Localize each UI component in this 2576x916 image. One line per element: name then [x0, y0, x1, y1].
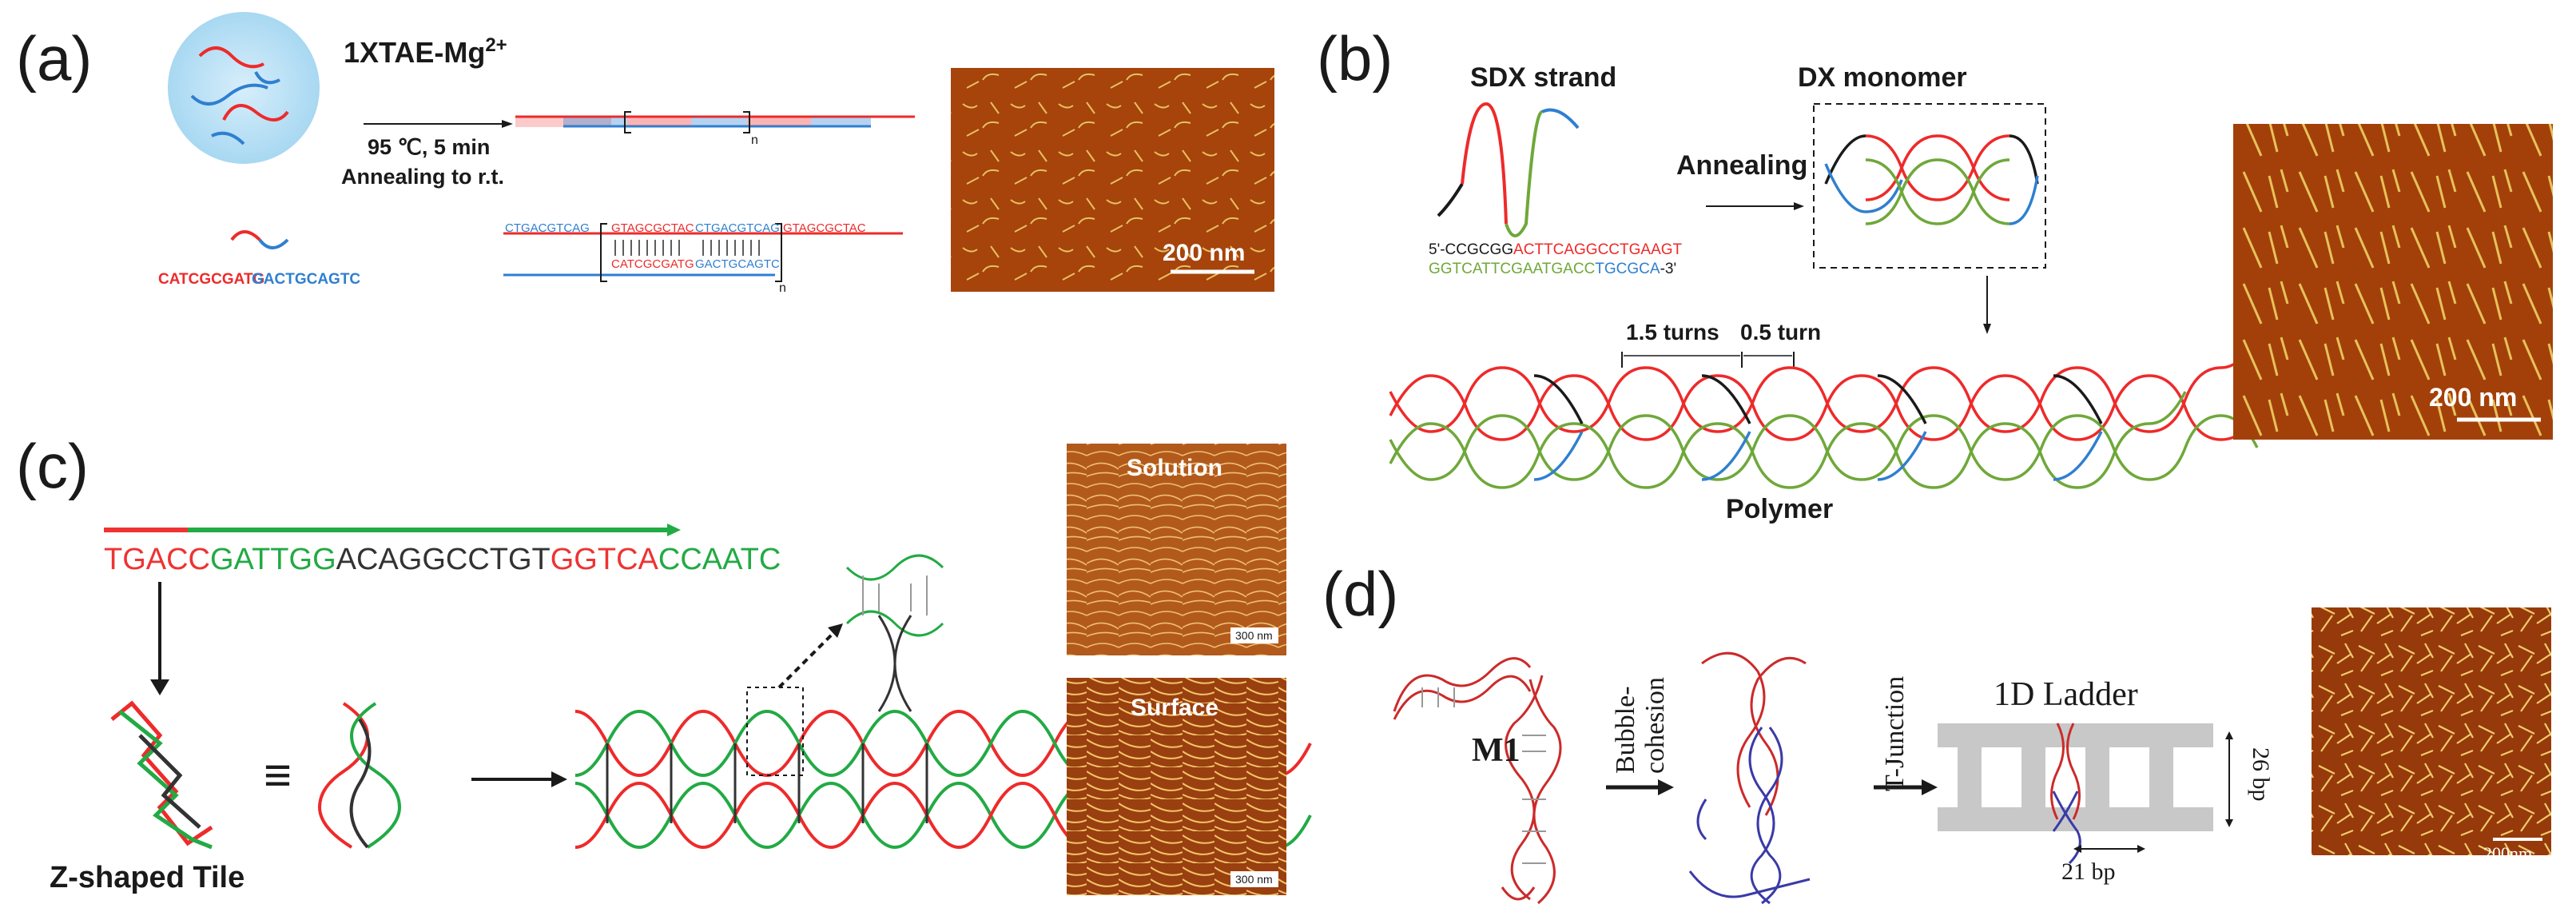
strand-squiggle [254, 71, 280, 85]
tile-caption: Z-shaped Tile [50, 861, 244, 894]
arrow-head-icon [150, 679, 169, 695]
scale-bar-label: 300 nm [1235, 629, 1273, 642]
strand-seq-red: CATCGCGATG [158, 271, 264, 288]
polymer-duplex: n [515, 111, 915, 147]
afm-image-surface [1067, 678, 1286, 895]
panel-a-label: (a) [16, 23, 92, 94]
arrow-head-icon [667, 524, 681, 536]
bp21-label: 21 bp [2061, 858, 2116, 885]
arrow-head-icon [1922, 779, 1938, 795]
duplex-bottom-1: CATCGCGATG [611, 257, 694, 271]
dx-monomer [1824, 134, 2039, 225]
strand-squiggle [211, 131, 245, 145]
crossover-detail [845, 554, 944, 712]
strand-seq-blue: GACTGCAGTC [252, 271, 360, 288]
sdx-seq-line-2: GGTCATTCGAATGACCTGCGCA-3' [1429, 261, 1676, 277]
turns-15-label: 1.5 turns [1626, 320, 1719, 344]
strand-squiggle [190, 83, 268, 106]
dx-title: DX monomer [1798, 62, 1967, 93]
single-strand-red [230, 230, 261, 241]
dx-monomer-box [1813, 103, 2046, 269]
afm-image-a [951, 68, 1274, 292]
scale-bar-box [1230, 627, 1278, 643]
bubble-cohesion-dimer [1688, 651, 1811, 905]
panel-c-label: (c) [16, 431, 89, 501]
duplex-top-3: CTGACGTCAG [695, 221, 780, 235]
m1-motif [1393, 657, 1562, 905]
equivalence-symbol: ≡ [264, 748, 292, 802]
bp26-label: 26 bp [2248, 747, 2274, 802]
sdx-strand-green [1505, 110, 1543, 237]
afm-image-d [2312, 607, 2551, 855]
step2-label: T-Junction [1880, 676, 1910, 791]
panel-b-label: (b) [1317, 23, 1393, 94]
tile-helix [317, 702, 402, 849]
panel-d-label: (d) [1322, 559, 1398, 629]
scale-bar-label: 200 nm [1163, 240, 1245, 266]
afm-image-solution [1067, 444, 1286, 655]
sdx-strand-blue [1541, 108, 1580, 129]
strand-squiggle [222, 104, 289, 121]
annealing-label: Annealing [1676, 150, 1807, 181]
step1-line1: Bubble- [1611, 686, 1640, 774]
svg-text:n: n [779, 281, 786, 295]
scale-bar-label: 200nm [2483, 843, 2532, 863]
ladder-title: 1D Ladder [1994, 676, 2138, 713]
step1-line2: cohesion [1640, 677, 1670, 774]
temp-label: 95 ℃, 5 min [368, 135, 490, 159]
sdx-strand-black [1437, 182, 1464, 217]
arrow-head-icon [1794, 202, 1804, 210]
strand-squiggle [198, 46, 264, 69]
m1-label: M1 [1472, 732, 1521, 769]
arrow-head-icon [1658, 779, 1674, 795]
buffer-label: 1XTAE-Mg2+ [344, 34, 507, 69]
duplex-top-1: CTGACGTCAG [505, 221, 590, 235]
ladder-structure [1938, 723, 2213, 865]
dx-polymer [1389, 335, 2331, 489]
sdx-title: SDX strand [1470, 62, 1616, 93]
duplex-top-4: GTAGCGCTAC [783, 221, 866, 235]
anneal-label: Annealing to r.t. [341, 165, 504, 189]
zoom-arrow [777, 630, 837, 689]
arrow-head-icon [1983, 324, 1991, 334]
svg-text:n: n [751, 133, 758, 147]
afm-image-b [2233, 124, 2553, 440]
panel-a: (a) CATCGCGATG GACTGCAGTC 1XTAE-Mg2+ 95 … [16, 12, 1274, 295]
panel-c: (c) TGACCGATTGGACAGGCCTGTGGTCACCAATC Z-s… [16, 431, 1312, 895]
single-strand-blue [258, 238, 289, 249]
tile-sequence: TGACCGATTGGACAGGCCTGTGGTCACCAATC [104, 543, 781, 576]
arrow-head-icon [828, 623, 843, 638]
sdx-strand-red [1461, 102, 1508, 225]
arrow-head-icon [551, 771, 567, 787]
arrow-head-icon [502, 120, 513, 128]
duplex-top-2: GTAGCGCTAC [611, 221, 694, 235]
sequence-duplex: CTGACGTCAG GTAGCGCTAC CTGACGTCAG GTAGCGC… [503, 221, 903, 295]
scale-bar-box [1230, 871, 1278, 887]
afm-solution-label: Solution [1127, 455, 1222, 481]
scale-bar-label: 200 nm [2429, 383, 2517, 412]
panel-b: (b) SDX strand DX monomer 5'-CCGCGGACTTC… [1317, 23, 2553, 524]
turns-05-label: 0.5 turn [1740, 320, 1821, 344]
sdx-seq-line-1: 5'-CCGCGGACTTCAGGCCTGAAGT [1429, 241, 1683, 258]
panel-d: (d) M1 Bubble- cohesion [1322, 559, 2551, 905]
duplex-bottom-2: GACTGCAGTC [695, 257, 780, 271]
z-shaped-tile [110, 700, 213, 850]
polymer-label: Polymer [1726, 494, 1833, 524]
zoom-box [746, 687, 804, 776]
scale-bar-label: 300 nm [1235, 873, 1273, 886]
afm-surface-label: Surface [1131, 695, 1218, 721]
